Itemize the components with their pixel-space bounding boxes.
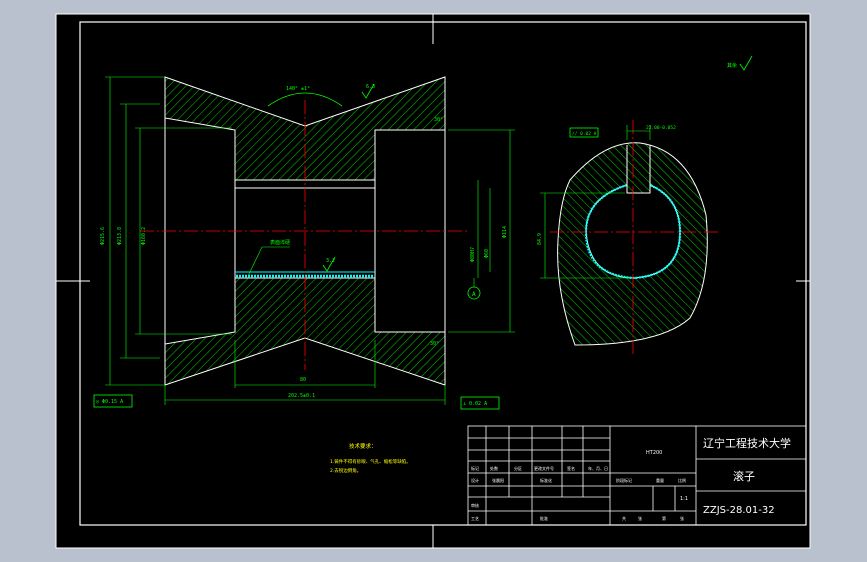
tb-label-change: 更改文件号 (534, 465, 554, 471)
roughness-top-label: 6.3 (366, 84, 375, 90)
parallelism-label: // 0.02 A (572, 131, 597, 137)
parallelism-frame (569, 127, 599, 138)
outer-diameter-label: Φ215.6 (100, 227, 106, 245)
cone-angle-label: 140° ±1° (286, 86, 310, 92)
datum-label: A (472, 291, 476, 298)
chamfer-bottom-label: 30° (430, 341, 439, 347)
tb-process-label: 工艺 (471, 516, 479, 521)
tb-label-count: 处数 (490, 465, 498, 471)
bore-diameter-label: Φ80H7 (470, 247, 476, 262)
side-view: // 0.02 A 22.00-0.052 84.9 (537, 120, 718, 355)
runout-left-label: ◎ Φ0.15 A (96, 399, 123, 405)
drawing-border (79, 21, 807, 526)
roughness-bore-label: 3.2 (326, 258, 335, 264)
technical-requirements: 技术要求： 1.铸件不得有砂眼、气孔、缩松等缺陷。 2.去锐边倒角。 (330, 442, 411, 474)
key-depth-label: 84.9 (537, 233, 543, 245)
tb-label-date: 年、月、日 (588, 465, 608, 471)
runout-right-label: ⊥ 0.02 A (463, 401, 487, 407)
centering-marks (56, 14, 810, 548)
general-roughness: 其余 (727, 55, 753, 71)
tb-sheet-total: 共 (622, 515, 626, 521)
tb-label-sign: 签名 (567, 465, 575, 471)
drawing-number: ZZJS-28.01-32 (703, 505, 775, 516)
tb-standardize-label: 标准化 (540, 477, 552, 483)
scale-value: 1:1 (680, 496, 688, 502)
title-block (467, 425, 807, 526)
tech-req-title: 技术要求： (349, 442, 377, 450)
total-length-label: 202.5±0.1 (288, 393, 315, 399)
flange-diameter-label: Φ213.8 (117, 227, 123, 245)
inner-length-label: 80 (300, 377, 306, 383)
roughness-general-label: 其余 (727, 62, 737, 69)
tb-review-label: 审核 (471, 502, 479, 508)
tb-sheet-unit-1: 张 (638, 515, 642, 521)
university-name: 辽宁工程技术大学 (703, 436, 791, 450)
tb-approve-label: 批准 (540, 515, 548, 521)
tb-stage-label: 阶段标记 (616, 477, 632, 483)
tech-req-item-1: 1.铸件不得有砂眼、气孔、缩松等缺陷。 (330, 458, 411, 465)
tb-sheet-unit-2: 张 (680, 515, 684, 521)
tech-req-item-2: 2.去锐边倒角。 (330, 467, 361, 474)
tb-label-zone: 分区 (514, 465, 522, 471)
tb-label-mark: 标记 (471, 465, 479, 471)
tb-weight-label: 重量 (656, 477, 664, 483)
tb-sheet-num: 第 (662, 515, 666, 521)
bore-note-label: 表面淬硬 (270, 239, 290, 246)
tb-designer-label: 设计 (471, 477, 479, 483)
runout-frame-left (93, 394, 133, 408)
tb-ratio-label: 比例 (678, 477, 686, 483)
part-name: 滚子 (733, 469, 755, 483)
groove-diameter-label: Φ160.2 (141, 227, 147, 245)
bore-small-label: Φ60 (484, 249, 490, 258)
chamfer-top-label: 30° (434, 117, 443, 123)
runout-frame-right (460, 396, 500, 410)
right-diameter-label: Φ114 (502, 226, 508, 238)
key-tolerance-label: 22.00-0.052 (646, 125, 676, 131)
front-section-view: 140° ±1° 6.3 30° 30° 3.2 表面淬硬 (93, 76, 515, 410)
material: HT200 (646, 450, 662, 456)
tb-designer-name: 张晨阳 (492, 477, 504, 483)
